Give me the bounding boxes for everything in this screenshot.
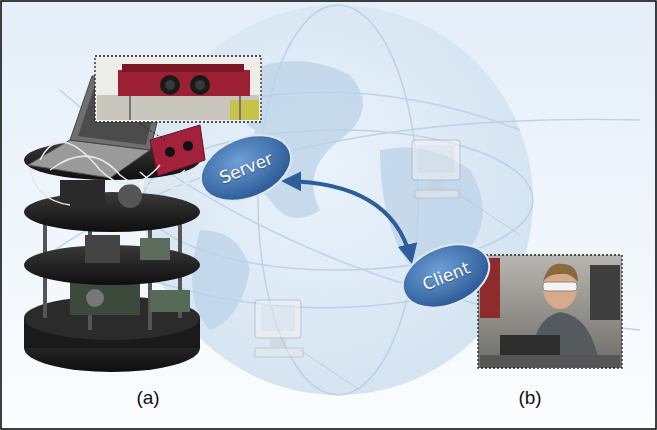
panel-label: (a): [136, 387, 159, 409]
panel-label: (b): [518, 387, 541, 409]
double-arrow: [285, 181, 411, 260]
